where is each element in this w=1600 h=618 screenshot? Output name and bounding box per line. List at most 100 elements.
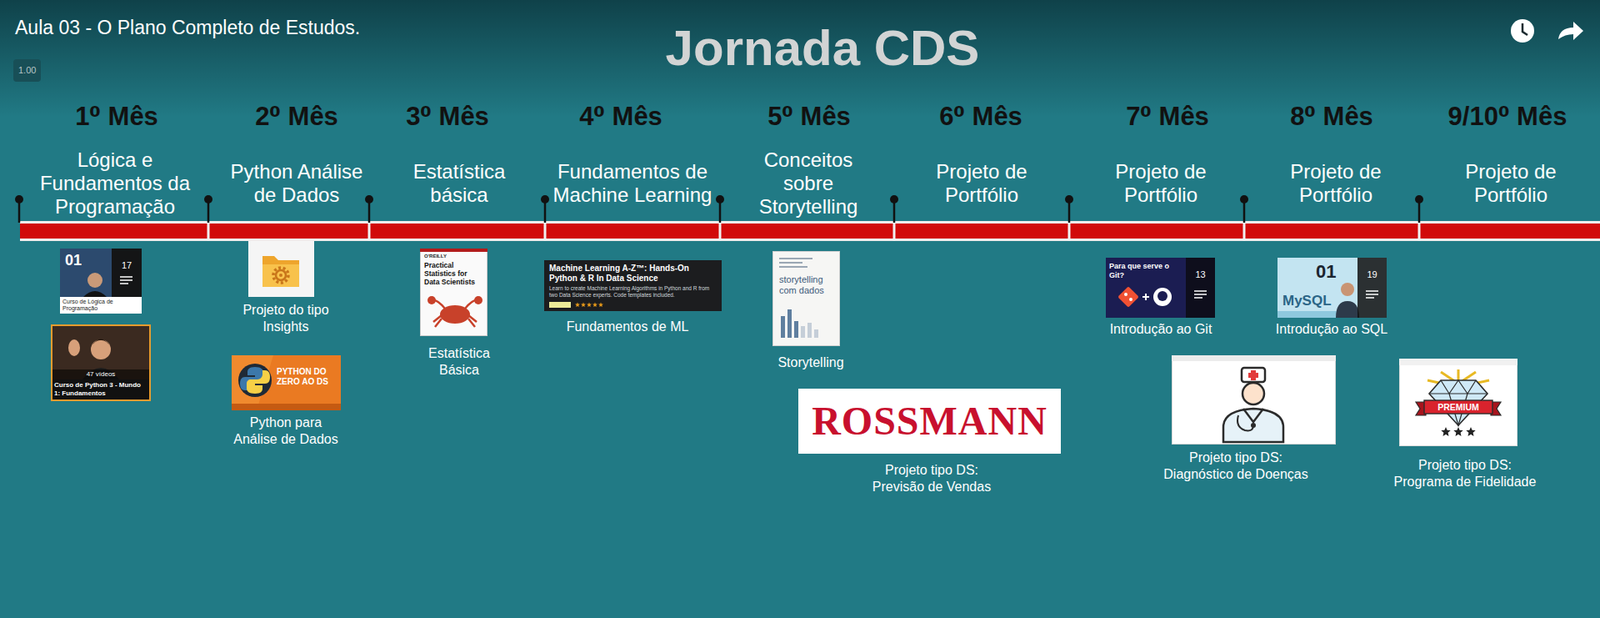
premium-shape bbox=[1465, 426, 1475, 436]
lesson-number: 01 bbox=[1315, 260, 1350, 283]
timeline-part bbox=[1240, 195, 1249, 204]
stats-shape bbox=[431, 300, 479, 327]
stats-shape bbox=[440, 305, 470, 324]
sql-shape bbox=[1365, 293, 1379, 295]
python1-shape bbox=[90, 339, 111, 348]
timeline-part bbox=[207, 223, 210, 239]
month-topic: Fundamentos de Machine Learning bbox=[536, 160, 729, 207]
story-shape bbox=[800, 325, 805, 338]
sql-shape bbox=[1365, 290, 1379, 298]
thumbnail-caption: Introdução ao SQL bbox=[1248, 320, 1415, 338]
doctor-shape bbox=[1242, 382, 1265, 405]
course-summary: Learn to create Machine Learning Algorit… bbox=[549, 285, 716, 299]
thumbnail-caption: Estatística Básica bbox=[413, 345, 505, 379]
premium-shape bbox=[1399, 358, 1518, 365]
segment-gaps bbox=[208, 223, 1420, 239]
clock-icon bbox=[1510, 19, 1535, 43]
course-thumbnail: 47 vídeosCurso de Python 3 - Mundo 1: Fu… bbox=[50, 324, 151, 401]
timeline-part bbox=[368, 223, 371, 239]
month-topic: Python Análise de Dados bbox=[221, 160, 372, 207]
timeline-part bbox=[1510, 19, 1535, 43]
story-shape bbox=[779, 265, 808, 268]
doctor-shape bbox=[1241, 367, 1265, 382]
ml-shape bbox=[575, 302, 604, 307]
badge-text: PREMIUM bbox=[1424, 400, 1493, 414]
illustration-card: PREMIUMProjeto tipo DS: Programa de Fide… bbox=[1399, 358, 1518, 446]
tick-dots bbox=[15, 195, 1424, 204]
thumbnail-caption: Introdução ao Git bbox=[1077, 320, 1245, 338]
git-shape bbox=[1194, 290, 1207, 298]
month-header: 9/10⁰ Mês bbox=[1448, 100, 1568, 132]
doctor-shape bbox=[1237, 415, 1254, 430]
illustration-card: Projeto tipo DS: Diagnóstico de Doenças bbox=[1171, 355, 1336, 445]
timeline-part bbox=[890, 195, 899, 204]
python1-shape bbox=[52, 379, 150, 400]
course-thumbnail: Para que serve o Git?13Introdução ao Git bbox=[1105, 257, 1215, 318]
month-topic: Projeto de Portfólio bbox=[1273, 160, 1399, 207]
logica-shape bbox=[111, 248, 142, 297]
git-shape bbox=[1117, 285, 1139, 307]
git-shape bbox=[1194, 296, 1203, 299]
course-title: Curso de Python 3 - Mundo 1: Fundamentos bbox=[54, 380, 148, 398]
timeline-part bbox=[1065, 195, 1074, 204]
git-shape bbox=[1124, 292, 1128, 296]
diagram-title: Jornada CDS bbox=[665, 18, 980, 79]
logica-shape bbox=[60, 248, 112, 297]
ml-shape bbox=[592, 302, 598, 307]
story-shape bbox=[779, 261, 803, 264]
course-title: Curso de Lógica de Programação bbox=[62, 298, 140, 312]
ml-shape bbox=[586, 302, 592, 307]
logica-shape bbox=[120, 275, 133, 278]
stats-shape bbox=[431, 300, 479, 327]
doctor-shape bbox=[1171, 355, 1336, 361]
course-banner: Machine Learning A-Z™: Hands-On Python &… bbox=[544, 260, 722, 311]
premium-shape bbox=[1424, 400, 1493, 414]
logica-shape bbox=[60, 296, 142, 314]
month-topic: Projeto de Portfólio bbox=[919, 160, 1045, 207]
pythonds-shape bbox=[231, 355, 274, 410]
timeline-part bbox=[1243, 223, 1246, 239]
month-header: 4⁰ Mês bbox=[579, 100, 663, 132]
logica-shape bbox=[120, 276, 133, 284]
timeline-part bbox=[719, 223, 722, 239]
ml-shape bbox=[598, 302, 604, 307]
story-shape bbox=[779, 257, 813, 260]
month-topic: Projeto de Portfólio bbox=[1448, 160, 1574, 207]
timeline-bar bbox=[20, 223, 1600, 239]
doctor-shape bbox=[1172, 355, 1336, 445]
pythonds-shape bbox=[231, 355, 341, 410]
month-topic: Estatística básica bbox=[388, 160, 530, 207]
premium-shape bbox=[1440, 426, 1450, 436]
video-count: 17 bbox=[111, 260, 142, 271]
month-topic: Projeto de Portfólio bbox=[1098, 160, 1224, 207]
month-header: 1⁰ Mês bbox=[75, 100, 159, 132]
doctor-shape bbox=[1223, 408, 1284, 442]
video-count: 13 bbox=[1185, 269, 1215, 280]
thumbnail-caption: Projeto do tipo Insights bbox=[227, 301, 345, 335]
month-header: 3⁰ Mês bbox=[405, 100, 490, 132]
logica-shape bbox=[83, 290, 107, 297]
logo-card: ROSSMANNProjeto tipo DS: Previsão de Ven… bbox=[798, 388, 1061, 454]
month-header: 8⁰ Mês bbox=[1290, 100, 1374, 132]
month-header: 7⁰ Mês bbox=[1125, 100, 1210, 132]
ml-shape bbox=[549, 301, 571, 308]
month-header: 6⁰ Mês bbox=[939, 100, 1023, 132]
doctor-shape bbox=[1250, 422, 1256, 428]
git-shape bbox=[1194, 293, 1207, 295]
book-title: Practical Statistics for Data Scientists bbox=[424, 260, 485, 286]
sql-shape bbox=[1365, 290, 1379, 292]
story-shape bbox=[800, 322, 819, 338]
story-shape bbox=[780, 315, 785, 338]
git-shape bbox=[1157, 290, 1168, 301]
ml-shape bbox=[575, 302, 580, 307]
rossmann-shape bbox=[798, 388, 1061, 454]
folder-shape bbox=[248, 240, 315, 297]
sql-shape bbox=[1277, 257, 1387, 318]
month-topic: Conceitos sobre Storytelling bbox=[745, 148, 871, 219]
git-shape bbox=[1142, 293, 1150, 300]
pythonds-shape bbox=[246, 370, 270, 394]
book-cover: storytelling com dadosStorytelling bbox=[772, 250, 840, 346]
brand-logo: ROSSMANN bbox=[798, 388, 1061, 454]
project-icon: Projeto do tipo Insights bbox=[248, 240, 315, 297]
